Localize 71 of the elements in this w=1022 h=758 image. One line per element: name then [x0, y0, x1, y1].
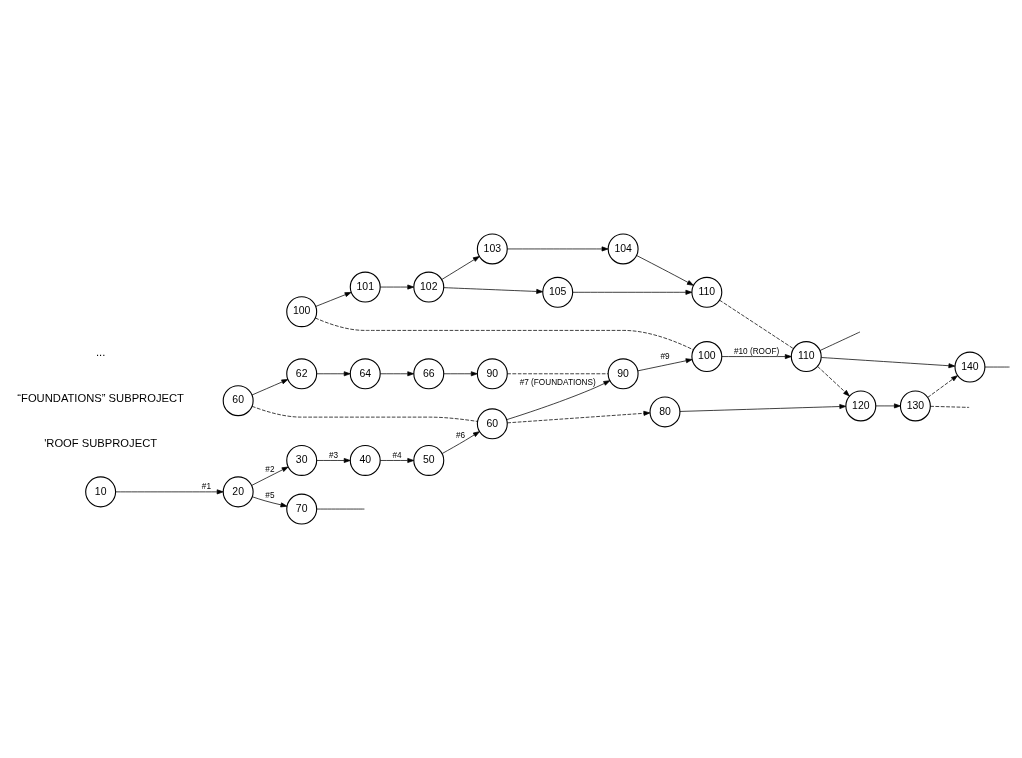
node-circle: 66 [413, 358, 445, 390]
arrow [443, 371, 478, 377]
node-circle: 102 [413, 271, 445, 303]
edge-label: #1 [201, 482, 211, 492]
node-circle: 64 [349, 358, 381, 390]
node-circle: 104 [607, 233, 639, 265]
arrow [316, 371, 351, 377]
node-circle: 20 [222, 476, 254, 508]
arrow [316, 458, 351, 463]
connector [507, 373, 609, 375]
arrow [252, 496, 288, 508]
arrow [441, 431, 480, 454]
arrow [875, 403, 901, 409]
arrow [441, 256, 480, 280]
node-circle: 30 [286, 444, 318, 476]
connector [315, 317, 694, 351]
arrow [251, 466, 289, 486]
node-circle: 62 [286, 358, 318, 390]
node-circle: 80 [649, 396, 681, 428]
node-circle: 110 [691, 276, 723, 308]
connector [719, 299, 794, 349]
node-circle: 140 [954, 351, 986, 383]
connector [819, 331, 861, 351]
arrow [821, 357, 956, 369]
node-circle: 10 [85, 476, 117, 508]
connector [316, 508, 365, 510]
node-circle: 100 [691, 341, 723, 373]
arrow [251, 379, 289, 396]
arrow [380, 284, 415, 290]
edge-label: #4 [392, 451, 402, 461]
arrow [380, 371, 415, 377]
node-circle: 110 [790, 341, 822, 373]
arrow [637, 358, 693, 372]
connector [251, 405, 478, 422]
node-circle: 90 [607, 358, 639, 390]
node-circle: 90 [476, 358, 508, 390]
arrow [506, 380, 611, 420]
node-circle: 101 [349, 271, 381, 303]
node-circle: 60 [476, 408, 508, 440]
arrow [443, 287, 544, 294]
label: “FOUNDATIONS” SUBPROJECT [17, 391, 184, 404]
arrow [380, 458, 415, 463]
edge-label: #3 [328, 451, 339, 461]
arrow [507, 410, 651, 424]
node-circle: 103 [476, 233, 508, 265]
edge-label: #5 [265, 491, 275, 501]
node-circle: 130 [899, 390, 931, 422]
edge-label: #7 (FOUNDATIONS) [519, 377, 596, 387]
label: 'ROOF SUBPROJECT [44, 437, 158, 450]
arrow [679, 404, 847, 412]
connector [984, 366, 1010, 368]
edge-label: #2 [265, 464, 275, 474]
node-circle: 105 [542, 276, 574, 308]
node-circle: 40 [349, 444, 381, 476]
arrow [636, 255, 694, 286]
arrow [927, 375, 958, 398]
edge-label: #9 [660, 352, 670, 362]
edge-label: #6 [455, 430, 466, 440]
connector [930, 405, 970, 408]
node-circle: 70 [286, 493, 318, 525]
arrow [572, 289, 693, 295]
arrow [817, 366, 850, 397]
arrow [115, 489, 224, 495]
label: ... [95, 346, 106, 359]
node-circle: 60 [222, 385, 254, 417]
node-circle: 50 [413, 444, 445, 476]
arrow [507, 246, 609, 252]
node-circle: 100 [286, 296, 318, 328]
edge-label: #10 (ROOF) [733, 347, 780, 357]
arrow [721, 354, 792, 360]
arrow [315, 292, 352, 307]
